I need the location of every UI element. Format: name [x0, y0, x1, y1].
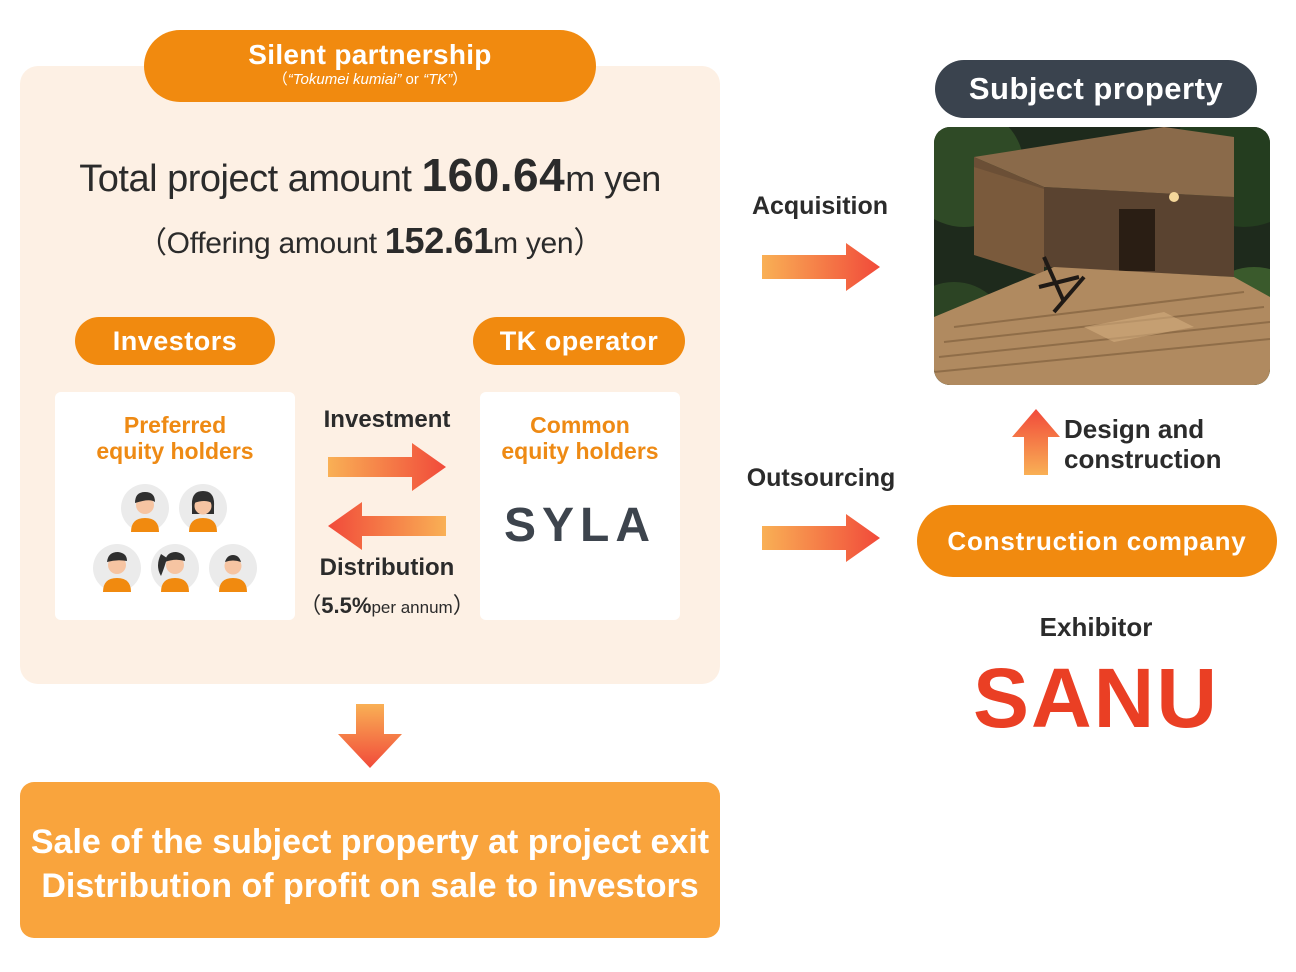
subject-property-photo — [934, 127, 1270, 385]
outsourcing-arrow-icon — [762, 514, 880, 562]
rate-unit: per annum — [371, 598, 453, 617]
exit-line1: Sale of the subject property at project … — [30, 823, 710, 861]
investors-card: Preferred equity holders — [55, 392, 295, 620]
design-line1: Design and — [1064, 414, 1205, 444]
subtitle-paren-open: （ — [272, 71, 288, 88]
silent-partnership-title: Silent partnership （“Tokumei kumiai” or … — [144, 30, 596, 102]
rate-paren-close: ） — [452, 593, 475, 618]
offering-unit: m yen — [493, 227, 574, 260]
offering-paren-open: （ — [136, 227, 167, 260]
construction-company-pill: Construction company — [917, 505, 1277, 577]
preferred-line1: Preferred — [123, 412, 227, 438]
total-value: 160.64 — [421, 149, 566, 201]
exit-line2: Distribution of profit on sale to invest… — [41, 867, 699, 905]
silent-partnership-subtitle: （“Tokumei kumiai” or “TK”） — [144, 70, 596, 90]
investors-people-icon — [93, 484, 257, 592]
rate-value: 5.5% — [321, 593, 372, 618]
offering-amount: （Offering amount 152.61m yen） — [20, 218, 720, 262]
common-line1: Common — [530, 412, 630, 438]
offering-label: Offering amount — [166, 227, 377, 260]
design-up-arrow-icon — [1012, 409, 1060, 475]
investment-label: Investment — [323, 406, 451, 433]
outsourcing-label: Outsourcing — [746, 464, 896, 492]
silent-partnership-label: Silent partnership — [248, 39, 492, 70]
distribution-rate: （5.5%per annum） — [292, 588, 482, 620]
common-equity-holders-label: Common equity holders — [480, 412, 680, 464]
offering-value: 152.61 — [384, 220, 494, 261]
preferred-line2: equity holders — [96, 438, 254, 464]
total-label: Total project amount — [79, 158, 412, 200]
syla-logo: SYLA — [503, 499, 656, 552]
subtitle-tokumei: “Tokumei kumiai” — [287, 71, 402, 88]
exhibitor-label: Exhibitor — [1039, 612, 1153, 642]
investment-arrow-icon — [328, 443, 446, 491]
tk-operator-pill: TK operator — [473, 317, 685, 365]
project-exit-box: Sale of the subject property at project … — [20, 782, 720, 938]
design-construction-label: Design and construction — [1064, 414, 1221, 474]
total-unit: m yen — [565, 158, 661, 199]
subtitle-tk: “TK” — [423, 71, 453, 88]
common-line2: equity holders — [501, 438, 659, 464]
acquisition-arrow-icon — [762, 243, 880, 291]
rate-paren-open: （ — [299, 593, 322, 618]
subtitle-or: or — [401, 71, 424, 88]
subtitle-paren-close: ） — [452, 71, 468, 88]
common-equity-card: Common equity holders SYLA — [480, 392, 680, 620]
sanu-logo: SANU — [972, 651, 1219, 745]
subject-property-title: Subject property — [935, 60, 1257, 118]
offering-paren-close: ） — [573, 227, 604, 260]
preferred-equity-holders-label: Preferred equity holders — [55, 412, 295, 464]
exit-down-arrow-icon — [338, 704, 402, 768]
total-project-amount: Total project amount 160.64m yen — [20, 148, 720, 202]
distribution-label: Distribution — [319, 554, 455, 581]
acquisition-label: Acquisition — [751, 192, 889, 220]
investors-pill: Investors — [75, 317, 275, 365]
distribution-arrow-icon — [328, 502, 446, 550]
design-line2: construction — [1064, 444, 1222, 474]
